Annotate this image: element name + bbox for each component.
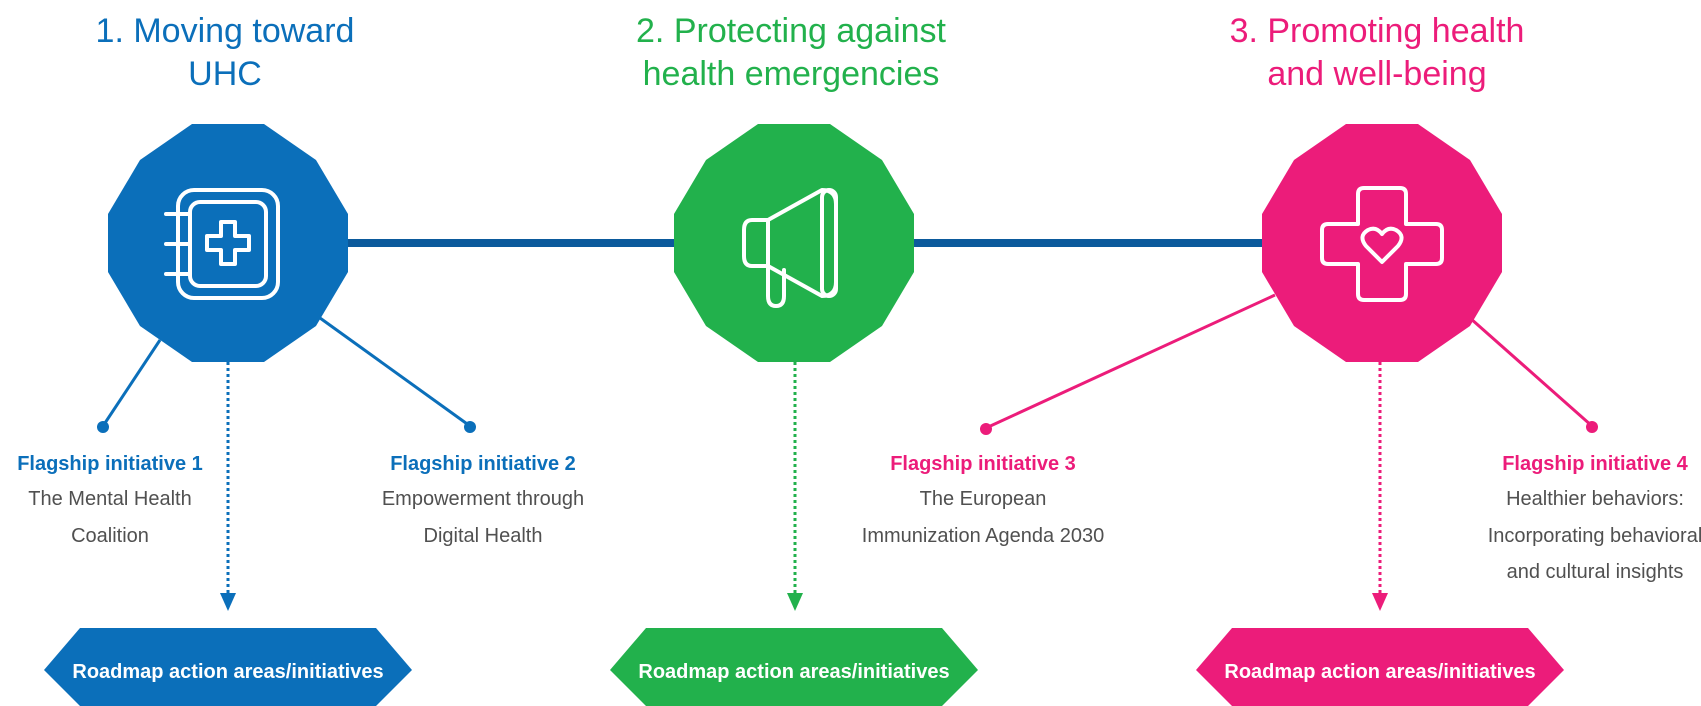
pillar-1-title-line-1: 1. Moving toward [96,12,355,50]
heart-cross-icon [1320,186,1444,302]
branch-line-fi2 [319,316,471,428]
flagship-4-desc-line-3: and cultural insights [1507,561,1684,583]
branch-line-fi3 [985,293,1276,430]
pillar-1: 1. Moving toward UHC Roadmap action area… [44,12,476,706]
pillar-2: 2. Protecting against health emergencies… [610,12,978,706]
roadmap-banner-3 [1196,628,1564,706]
medical-binder-icon [164,188,280,300]
branch-dot-fi3 [980,423,992,435]
pillar-2-title-line-2: health emergencies [643,55,940,93]
branch-line-fi4 [1469,316,1593,428]
pillar-3: 3. Promoting health and well-being Roadm… [980,12,1598,706]
arrow-head-2 [787,593,803,611]
roadmap-banner-1 [44,628,412,706]
branch-dot-fi4 [1586,421,1598,433]
flagship-2-desc-line-1: Empowerment through [382,488,584,510]
pillar-3-title-line-1: 3. Promoting health [1230,12,1525,50]
roadmap-label-3: Roadmap action areas/initiatives [1224,661,1535,683]
branch-line-fi1 [101,339,162,427]
flagship-1: Flagship initiative 1 The Mental Health … [17,453,203,547]
flagship-4: Flagship initiative 4 Healthier behavior… [1488,453,1701,583]
flagship-1-desc-line-1: The Mental Health [28,488,191,510]
flagship-1-title: Flagship initiative 1 [17,453,203,475]
flagship-3-title: Flagship initiative 3 [890,453,1076,475]
pillar-3-title-line-2: and well-being [1267,55,1486,93]
flagship-4-title: Flagship initiative 4 [1502,453,1688,475]
pillar-1-node [108,124,348,362]
flagship-3-desc-line-1: The European [920,488,1047,510]
flagship-4-desc-line-2: Incorporating behavioral [1488,525,1701,547]
megaphone-icon [742,188,838,308]
flagship-1-desc-line-2: Coalition [71,525,149,547]
flagship-4-desc-line-1: Healthier behaviors: [1506,488,1684,510]
flagship-2-desc-line-2: Digital Health [424,525,543,547]
flagship-2: Flagship initiative 2 Empowerment throug… [382,453,584,547]
roadmap-banner-2 [610,628,978,706]
branch-dot-fi1 [97,421,109,433]
flagship-2-title: Flagship initiative 2 [390,453,576,475]
flagship-3: Flagship initiative 3 The European Immun… [862,453,1104,547]
pillar-1-title-line-2: UHC [188,55,262,93]
pillar-2-node [674,124,914,362]
roadmap-label-1: Roadmap action areas/initiatives [72,661,383,683]
branch-dot-fi2 [464,421,476,433]
pillar-2-title-line-1: 2. Protecting against [636,12,947,50]
arrow-head-1 [220,593,236,611]
pillar-3-node [1262,124,1502,362]
flagship-3-desc-line-2: Immunization Agenda 2030 [862,525,1104,547]
roadmap-label-2: Roadmap action areas/initiatives [638,661,949,683]
arrow-head-3 [1372,593,1388,611]
